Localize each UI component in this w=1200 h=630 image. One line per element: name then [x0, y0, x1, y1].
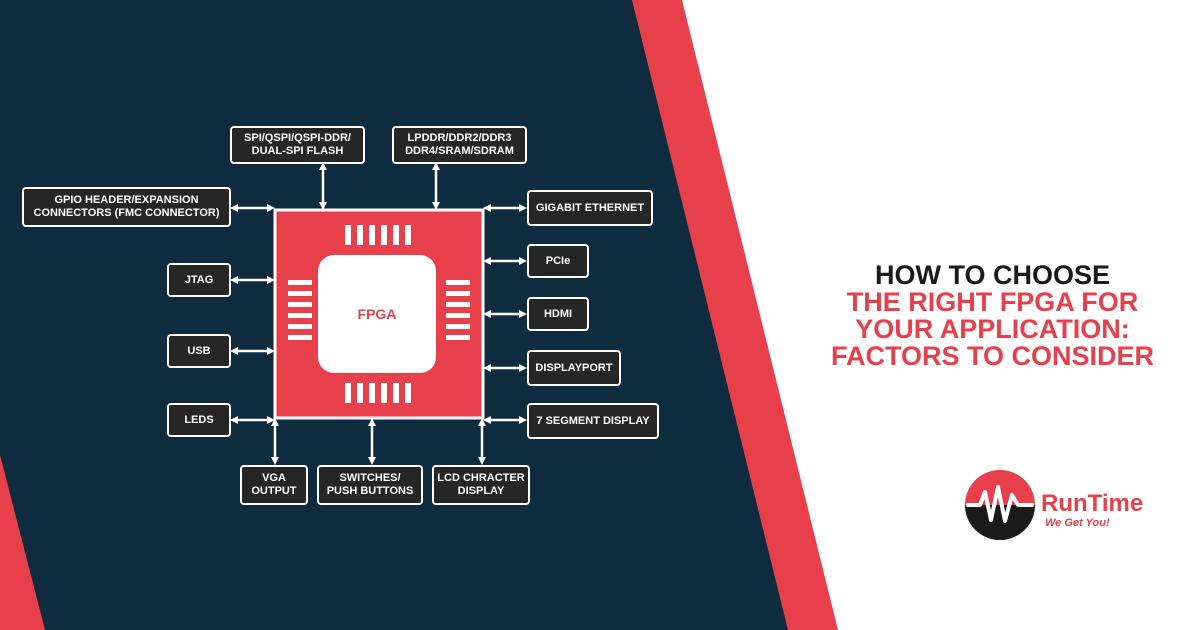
box-7-segment-display: 7 SEGMENT DISPLAY — [527, 403, 659, 439]
box-line: PUSH BUTTONS — [326, 485, 414, 497]
fpga-pin — [345, 383, 351, 403]
box-usb: USB — [167, 334, 231, 368]
box-line: LPDDR/DDR2/DDR3 — [407, 132, 512, 144]
box-line: OUTPUT — [251, 485, 297, 497]
red-corner — [0, 455, 45, 630]
box-line: LEDS — [184, 413, 214, 426]
box-gigabit-ethernet: GIGABIT ETHERNET — [527, 190, 653, 226]
headline-line-3: YOUR APPLICATION: — [855, 314, 1130, 344]
box-line: GPIO HEADER/EXPANSION — [54, 194, 199, 206]
fpga-pin — [405, 383, 411, 403]
fpga-pin — [288, 291, 312, 296]
box-leds: LEDS — [167, 403, 231, 437]
headline-line-1: HOW TO CHOOSE — [874, 260, 1110, 290]
logo-tagline: We Get You! — [1045, 517, 1110, 529]
box-line: SPI/QSPI/QSPI-DDR/ — [244, 132, 351, 144]
fpga-pin — [446, 280, 470, 285]
box-line: HDMI — [543, 307, 573, 320]
fpga-pin — [381, 225, 387, 245]
box-line: LCD CHRACTER — [437, 472, 525, 484]
box-jtag: JTAG — [167, 263, 231, 297]
fpga-pin — [381, 383, 387, 403]
fpga-pin — [369, 383, 375, 403]
runtime-logo-icon — [965, 470, 1035, 540]
box-line: 7 SEGMENT DISPLAY — [536, 414, 650, 427]
box-line: DDR4/SRAM/SDRAM — [405, 145, 514, 157]
box-line: CONNECTORS (FMC CONNECTOR) — [33, 207, 220, 219]
box-line: JTAG — [184, 273, 214, 286]
logo-brand: RunTime — [1041, 490, 1144, 517]
fpga-pin — [446, 335, 470, 340]
fpga-pin — [345, 225, 351, 245]
fpga-pin — [369, 225, 375, 245]
fpga-pin — [288, 302, 312, 307]
headline-line-2: THE RIGHT FPGA FOR — [846, 287, 1139, 317]
headline: HOW TO CHOOSE THE RIGHT FPGA FOR YOUR AP… — [800, 262, 1185, 370]
box-line: SWITCHES/ — [339, 472, 401, 484]
fpga-pin — [393, 225, 399, 245]
fpga-pins — [288, 225, 470, 403]
fpga-pin — [357, 383, 363, 403]
box-switches: SWITCHES/PUSH BUTTONS — [317, 465, 423, 505]
fpga-pin — [288, 313, 312, 318]
box-displayport: DISPLAYPORT — [527, 350, 621, 386]
box-line: DISPLAYPORT — [535, 361, 613, 374]
fpga-pin — [446, 302, 470, 307]
box-line: DISPLAY — [457, 485, 505, 497]
red-stripe — [630, 0, 838, 630]
box-line: GIGABIT ETHERNET — [535, 201, 645, 214]
box-pcie: PCIe — [527, 244, 589, 278]
fpga-pin — [446, 291, 470, 296]
fpga-pin — [446, 324, 470, 329]
headline-line-4: FACTORS TO CONSIDER — [830, 341, 1155, 371]
fpga-pin — [393, 383, 399, 403]
fpga-pin — [288, 280, 312, 285]
fpga-pin — [357, 225, 363, 245]
fpga-pin — [446, 313, 470, 318]
box-line: PCIe — [545, 254, 571, 267]
box-line: VGA — [262, 472, 286, 484]
runtime-logo[interactable]: RunTime We Get You! — [1041, 490, 1144, 530]
fpga-pin — [288, 324, 312, 329]
fpga-label: FPGA — [357, 306, 397, 322]
box-hdmi: HDMI — [527, 297, 589, 331]
fpga-pin — [288, 335, 312, 340]
box-spi-flash: SPI/QSPI/QSPI-DDR/DUAL-SPI FLASH — [230, 126, 365, 164]
connector-arrows — [230, 162, 527, 465]
box-line: DUAL-SPI FLASH — [251, 145, 344, 157]
fpga-die — [318, 255, 436, 373]
box-line: USB — [187, 344, 211, 357]
fpga-pin — [405, 225, 411, 245]
